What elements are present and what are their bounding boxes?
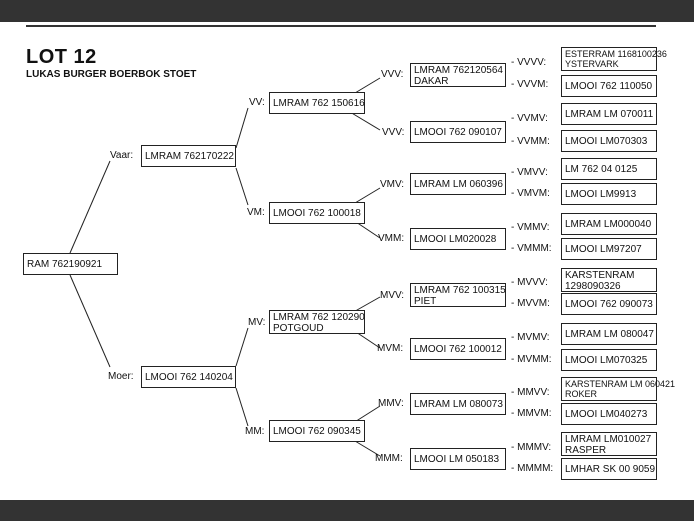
vmmv-box: LMRAM LM000040: [561, 213, 657, 235]
vvv-nickname: DAKAR: [414, 76, 449, 87]
vmv-box: LMRAM LM 060396: [410, 173, 506, 195]
mm-box: LMOOI 762 090345: [269, 420, 365, 442]
vmmm-box: LMOOI LM97207: [561, 238, 657, 260]
mvv-box: LMRAM 762 100315 PIET: [410, 283, 506, 307]
mvvv-name: KARSTENRAM: [565, 270, 635, 281]
mmm-box: LMOOI LM 050183: [410, 448, 506, 470]
vmvv-box: LM 762 04 0125: [561, 158, 657, 180]
mmmv-label: - MMMV:: [511, 442, 552, 453]
mmmm-label: - MMMM:: [511, 463, 554, 474]
vvm-box: LMOOI 762 090107: [410, 121, 506, 143]
mvmv-box: LMRAM LM 080047: [561, 323, 657, 345]
lot-title: LOT 12: [26, 46, 97, 68]
vvvm-box: LMOOI 762 110050: [561, 75, 657, 97]
mvv-label: MVV:: [380, 290, 405, 301]
mvvv-label: - MVVV:: [511, 277, 548, 288]
vv-label: VV:: [249, 97, 265, 108]
vvv-box: LMRAM 762120564 DAKAR: [410, 63, 506, 87]
mvmm-label: - MVMM:: [511, 354, 552, 365]
vv-box: LMRAM 762 150616: [269, 92, 365, 114]
vmmv-label: - VMMV:: [511, 222, 550, 233]
vm-box: LMOOI 762 100018: [269, 202, 365, 224]
mvm-label: MVM:: [377, 343, 404, 354]
vvvv-nickname: YSTERVARK: [565, 59, 619, 69]
vvmv-label: - VVMV:: [511, 113, 548, 124]
mm-label: MM:: [245, 426, 265, 437]
vvm-label: VVV:: [382, 127, 405, 138]
vmvm-label: - VMVM:: [511, 188, 550, 199]
top-bar: [0, 0, 694, 22]
mvm-box: LMOOI 762 100012: [410, 338, 506, 360]
vvv-label: VVV:: [381, 69, 404, 80]
vmvv-label: - VMVV:: [511, 167, 548, 178]
vvv-name: LMRAM 762120564: [414, 65, 503, 76]
vm-label: VM:: [247, 207, 265, 218]
vvmm-box: LMOOI LM070303: [561, 130, 657, 152]
mmvv-box: KARSTENRAM LM 060421 ROKER: [561, 377, 676, 401]
mvvm-box: LMOOI 762 090073: [561, 293, 657, 315]
vvvm-label: - VVVM:: [511, 79, 549, 90]
mv-box: LMRAM 762 120290 POTGOUD: [269, 310, 365, 334]
mmmv-nickname: RASPER: [565, 445, 607, 456]
mmvv-nickname: ROKER: [565, 389, 598, 399]
vaar-label: Vaar:: [110, 150, 134, 161]
mmvm-label: - MMVM:: [511, 408, 552, 419]
vaar-box: LMRAM 762170222: [141, 145, 236, 167]
vmm-label: VMM:: [378, 233, 405, 244]
vmmm-label: - VMMM:: [511, 243, 552, 254]
mvmv-label: - MVMV:: [511, 332, 550, 343]
mv-label: MV:: [248, 317, 266, 328]
vmm-box: LMOOI LM020028: [410, 228, 506, 250]
mmm-label: MMM:: [375, 453, 403, 464]
mmv-label: MMV:: [378, 398, 404, 409]
vvvv-box: ESTERRAM 1168100236 YSTERVARK: [561, 47, 667, 71]
header-rule: [26, 25, 656, 27]
mmvm-box: LMOOI LM040273: [561, 403, 657, 425]
mmmm-box: LMHAR SK 00 9059: [561, 458, 657, 480]
mmmv-box: LMRAM LM010027 RASPER: [561, 432, 657, 456]
mmvv-name: KARSTENRAM LM 060421: [565, 379, 676, 389]
vmv-label: VMV:: [380, 179, 405, 190]
mmvv-label: - MMVV:: [511, 387, 550, 398]
mmv-box: LMRAM LM 080073: [410, 393, 506, 415]
vvvv-name: ESTERRAM 1168100236: [565, 49, 667, 59]
mmmv-name: LMRAM LM010027: [565, 434, 652, 445]
vmvm-box: LMOOI LM9913: [561, 183, 657, 205]
vvvv-label: - VVVV:: [511, 57, 547, 68]
mvvv-number: 1298090326: [565, 281, 621, 292]
moer-box: LMOOI 762 140204: [141, 366, 236, 388]
vvmv-box: LMRAM LM 070011: [561, 103, 657, 125]
mvv-nickname: PIET: [414, 296, 437, 307]
moer-label: Moer:: [108, 371, 134, 382]
mvvm-label: - MVVM:: [511, 298, 550, 309]
mvv-name: LMRAM 762 100315: [414, 285, 506, 296]
bottom-bar: [0, 500, 694, 521]
vvmm-label: - VVMM:: [511, 136, 550, 147]
mvmm-box: LMOOI LM070325: [561, 349, 657, 371]
subject-box: RAM 762190921: [23, 253, 118, 275]
mv-name: LMRAM 762 120290: [273, 312, 365, 323]
mv-nickname: POTGOUD: [273, 323, 324, 334]
lot-subtitle: LUKAS BURGER BOERBOK STOET: [26, 69, 197, 80]
mvvv-box: KARSTENRAM 1298090326: [561, 268, 657, 292]
